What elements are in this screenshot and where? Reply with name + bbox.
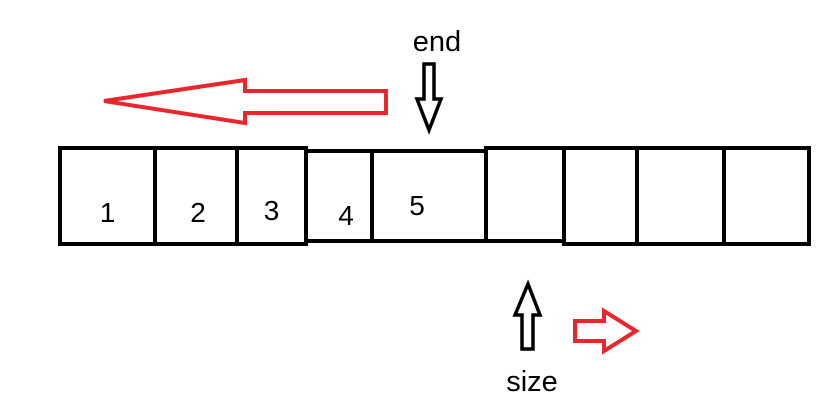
left-arrow-icon bbox=[103, 77, 388, 126]
down-arrow-icon bbox=[414, 62, 444, 135]
end-label: end bbox=[413, 26, 461, 58]
array-cell bbox=[562, 146, 639, 246]
array-cell bbox=[304, 149, 374, 243]
array-cell-value: 2 bbox=[190, 197, 206, 228]
up-arrow-icon bbox=[512, 279, 543, 351]
array-cell-value: 3 bbox=[264, 195, 280, 226]
array-cell bbox=[235, 146, 308, 246]
array-cell bbox=[635, 146, 726, 246]
right-arrow-icon bbox=[573, 307, 640, 355]
array-cell-value: 5 bbox=[409, 190, 425, 221]
array-cell-value: 1 bbox=[100, 197, 116, 228]
array-cell bbox=[484, 146, 566, 243]
array-cell bbox=[370, 149, 488, 243]
size-label: size bbox=[506, 366, 558, 398]
array-cell bbox=[58, 146, 157, 246]
array-cell bbox=[722, 146, 811, 246]
array-cells: 1 2 3 4 5 bbox=[58, 146, 811, 246]
array-cell-value: 4 bbox=[338, 200, 354, 231]
array-cell bbox=[153, 146, 239, 246]
